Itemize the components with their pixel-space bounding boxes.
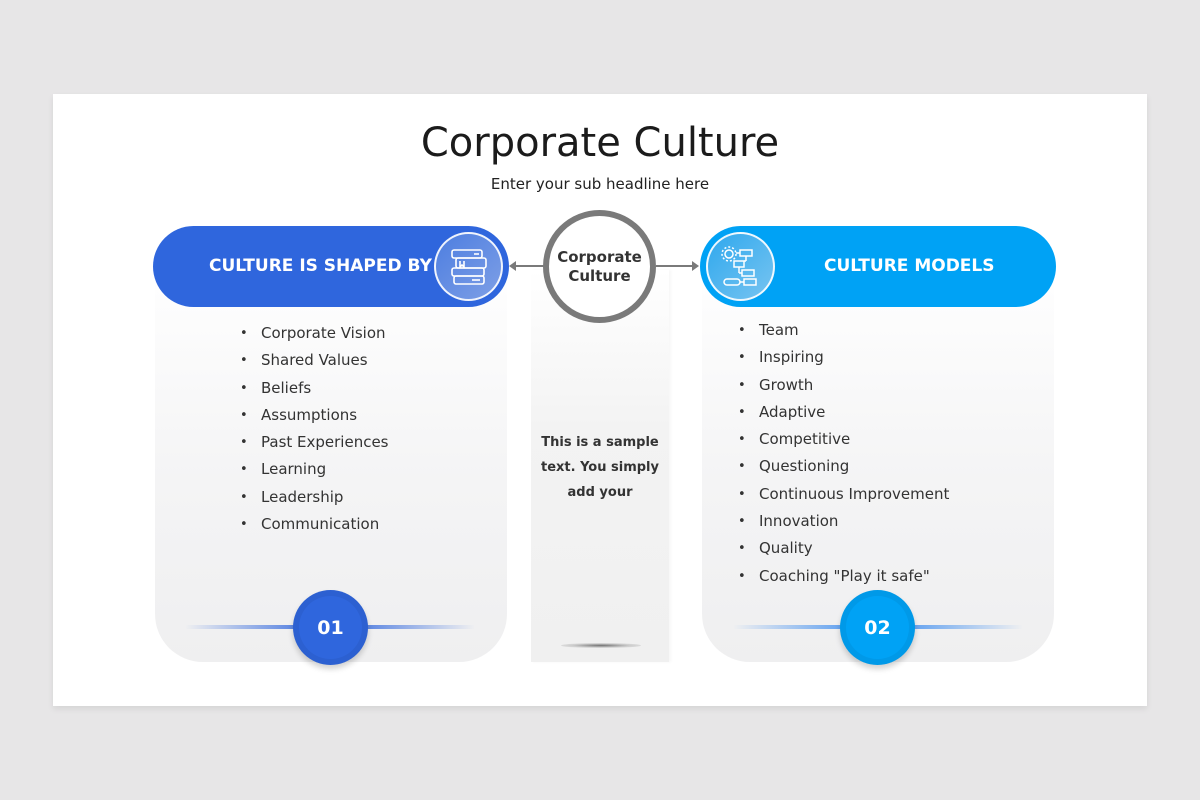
right-header-label: CULTURE MODELS: [824, 256, 995, 276]
books-icon: [434, 232, 503, 301]
center-hub-label: Culture: [568, 266, 631, 285]
list-item: Corporate Vision: [240, 320, 389, 348]
center-description: This is a sample text. You simply add yo…: [531, 430, 669, 505]
center-text-line: text. You simply: [540, 460, 659, 475]
list-item: Learning: [240, 456, 389, 484]
list-item: Growth: [738, 372, 949, 400]
arrow-right-icon: [656, 261, 699, 271]
page-subtitle: Enter your sub headline here: [490, 175, 710, 193]
list-item: Communication: [240, 511, 389, 539]
list-item: Quality: [738, 535, 949, 563]
center-column: [531, 270, 669, 662]
left-list: Corporate Vision Shared Values Beliefs A…: [240, 320, 389, 539]
left-header-pill: CULTURE IS SHAPED BY: [153, 226, 509, 307]
step-badge-01: 01: [293, 590, 368, 665]
list-item: Team: [738, 317, 949, 345]
list-item: Shared Values: [240, 347, 389, 375]
right-list: Team Inspiring Growth Adaptive Competiti…: [738, 317, 949, 590]
center-text-line: This is a sample: [541, 435, 659, 450]
left-header-label: CULTURE IS SHAPED BY: [209, 256, 432, 276]
center-shadow-bar: [561, 643, 641, 648]
page-title: Corporate Culture: [420, 120, 780, 166]
list-item: Coaching "Play it safe": [738, 563, 949, 591]
list-item: Leadership: [240, 484, 389, 512]
list-item: Questioning: [738, 453, 949, 481]
step-badge-02: 02: [840, 590, 915, 665]
right-header-pill: CULTURE MODELS: [700, 226, 1056, 307]
list-item: Past Experiences: [240, 429, 389, 457]
center-hub-circle: Corporate Culture: [543, 210, 656, 323]
list-item: Continuous Improvement: [738, 481, 949, 509]
list-item: Assumptions: [240, 402, 389, 430]
list-item: Innovation: [738, 508, 949, 536]
center-text-line: add your: [567, 485, 633, 500]
list-item: Adaptive: [738, 399, 949, 427]
list-item: Beliefs: [240, 375, 389, 403]
workflow-gear-icon: [706, 232, 775, 301]
center-hub-label: Corporate: [557, 247, 642, 266]
list-item: Inspiring: [738, 344, 949, 372]
arrow-left-icon: [509, 261, 545, 271]
list-item: Competitive: [738, 426, 949, 454]
